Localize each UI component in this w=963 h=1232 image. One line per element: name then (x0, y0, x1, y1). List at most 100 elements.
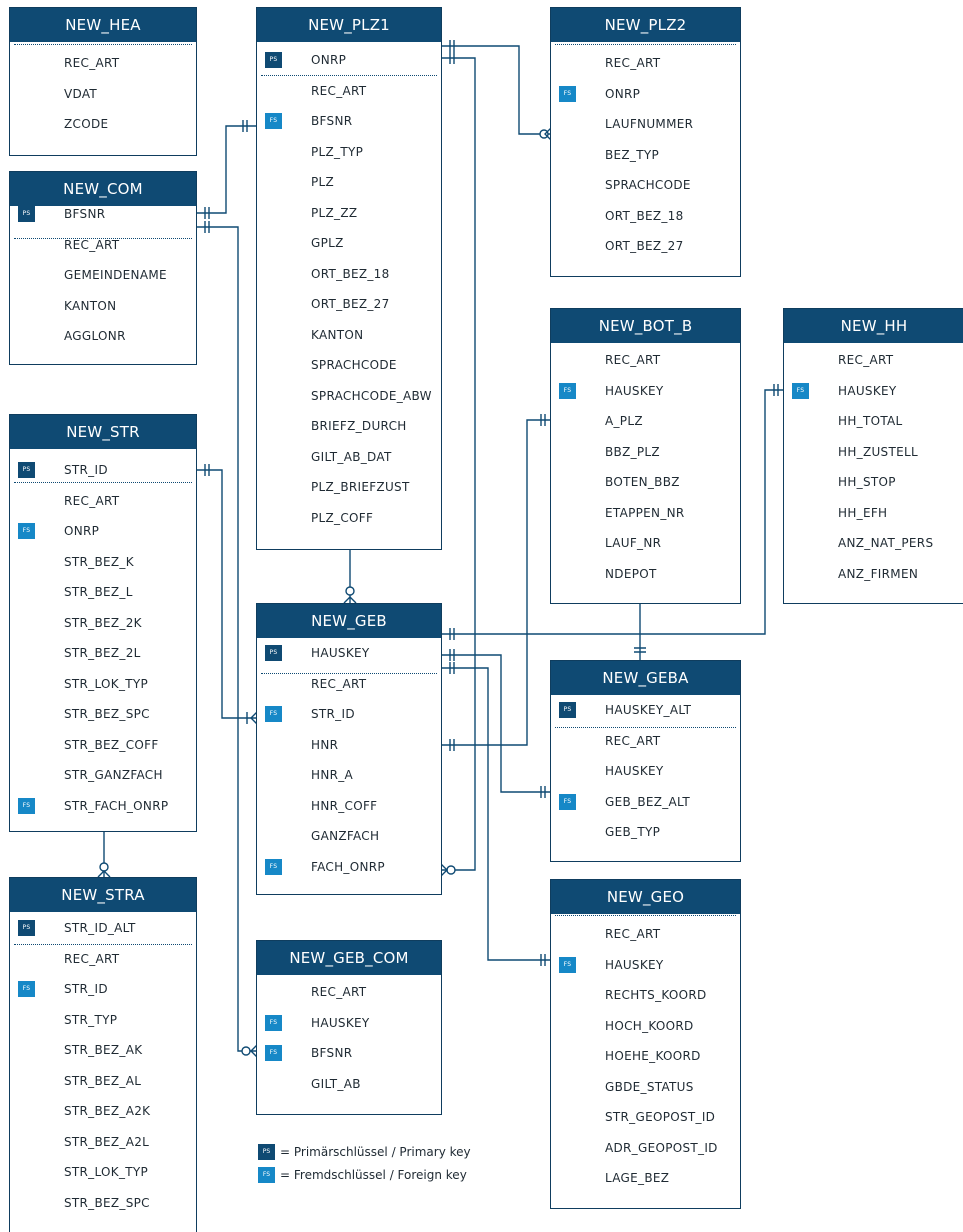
key-separator (261, 75, 437, 76)
field-name: STR_BEZ_2K (64, 615, 142, 630)
field-row: STR_BEZ_A2L (10, 1127, 196, 1157)
field-name: SPRACHCODE (605, 178, 691, 192)
field-name: ONRP (311, 53, 347, 67)
field-name: ETAPPEN_NR (605, 505, 685, 520)
primary-key-icon: PS (559, 702, 576, 718)
field-row: ORT_BEZ_18 (551, 201, 740, 231)
foreign-key-icon: FS (265, 858, 282, 875)
field-name: REC_ART (605, 927, 661, 941)
field-name: GILT_AB_DAT (311, 449, 392, 464)
field-row: REC_ART (551, 48, 740, 78)
field-row: HNR_COFF (257, 791, 441, 821)
field-row: STR_GANZFACH (10, 760, 196, 790)
field-name: ORT_BEZ_18 (605, 208, 684, 223)
field-row: FS BFSNR (257, 1038, 441, 1068)
field-row: LAGE_BEZ (551, 1163, 740, 1193)
foreign-key-icon: FS (559, 382, 576, 399)
field-row: HH_STOP (784, 467, 963, 497)
entity-title: NEW_PLZ2 (551, 8, 740, 42)
field-name: REC_ART (605, 353, 661, 367)
field-row: REC_ART (10, 486, 196, 516)
field-name: GPLZ (311, 236, 344, 250)
field-name: PLZ (311, 175, 335, 189)
foreign-key-icon: FS (559, 956, 576, 973)
field-name: HH_ZUSTELL (838, 444, 918, 459)
field-name: ANZ_FIRMEN (838, 566, 919, 581)
field-name: BFSNR (311, 1046, 353, 1060)
field-row: LAUF_NR (551, 528, 740, 558)
field-row: HOEHE_KOORD (551, 1041, 740, 1071)
link-geb-geo (441, 667, 551, 961)
field-row: STR_GEOPOST_ID (551, 1102, 740, 1132)
link-plz1-plz2 (441, 45, 551, 135)
field-name: STR_BEZ_AL (64, 1073, 142, 1088)
field-name: STR_BEZ_AK (64, 1043, 143, 1057)
foreign-key-icon: FS (265, 1045, 282, 1061)
field-name: RECHTS_KOORD (605, 988, 707, 1002)
field-row: KANTON (257, 320, 441, 350)
entity-title: NEW_GEBA (551, 661, 740, 695)
foreign-key-badge-icon: FS (258, 1167, 275, 1183)
field-row: HH_EFH (784, 498, 963, 528)
field-name: A_PLZ (605, 414, 643, 428)
link-com-gebcom (196, 226, 257, 1052)
field-row: KANTON (10, 291, 196, 321)
field-name: BEZ_TYP (605, 147, 660, 162)
primary-key-icon: PS (265, 645, 282, 661)
field-name: STR_BEZ_A2K (64, 1104, 151, 1118)
entity-title: NEW_HH (784, 309, 963, 343)
field-row: NDEPOT (551, 559, 740, 589)
entity-title: NEW_GEB (257, 604, 441, 638)
link-geb-botb (441, 419, 551, 746)
key-separator (555, 44, 736, 45)
field-name: HOEHE_KOORD (605, 1049, 701, 1063)
field-row: ORT_BEZ_27 (257, 289, 441, 319)
field-row: REC_ART (10, 944, 196, 974)
field-name: HOCH_KOORD (605, 1018, 694, 1033)
field-name: LAUF_NR (605, 536, 662, 550)
field-name: REC_ART (311, 83, 367, 98)
field-row: BBZ_PLZ (551, 437, 740, 467)
foreign-key-icon: FS (18, 523, 35, 539)
field-name: HH_EFH (838, 505, 888, 520)
foreign-key-icon: FS (559, 85, 576, 102)
field-name: GBDE_STATUS (605, 1079, 694, 1094)
field-row: ETAPPEN_NR (551, 498, 740, 528)
field-row: REC_ART (10, 230, 196, 260)
field-name: ORT_BEZ_27 (311, 297, 390, 311)
field-name: STR_TYP (64, 1012, 118, 1027)
field-row: RECHTS_KOORD (551, 980, 740, 1010)
link-com-plz1 (196, 125, 257, 214)
field-name: STR_LOK_TYP (64, 1165, 149, 1179)
field-row: GPLZ (257, 228, 441, 258)
field-name: KANTON (311, 327, 364, 342)
field-row: PLZ_COFF (257, 503, 441, 533)
field-name: LAGE_BEZ (605, 1171, 670, 1185)
field-name: BFSNR (64, 207, 106, 221)
field-row: BRIEFZ_DURCH (257, 411, 441, 441)
key-separator (555, 341, 736, 342)
primary-key-icon: PS (18, 462, 35, 478)
field-row: STR_BEZ_K (10, 547, 196, 577)
field-row: A_PLZ (551, 406, 740, 436)
field-name: STR_BEZ_COFF (64, 737, 159, 752)
field-row: STR_BEZ_AL (10, 1066, 196, 1096)
